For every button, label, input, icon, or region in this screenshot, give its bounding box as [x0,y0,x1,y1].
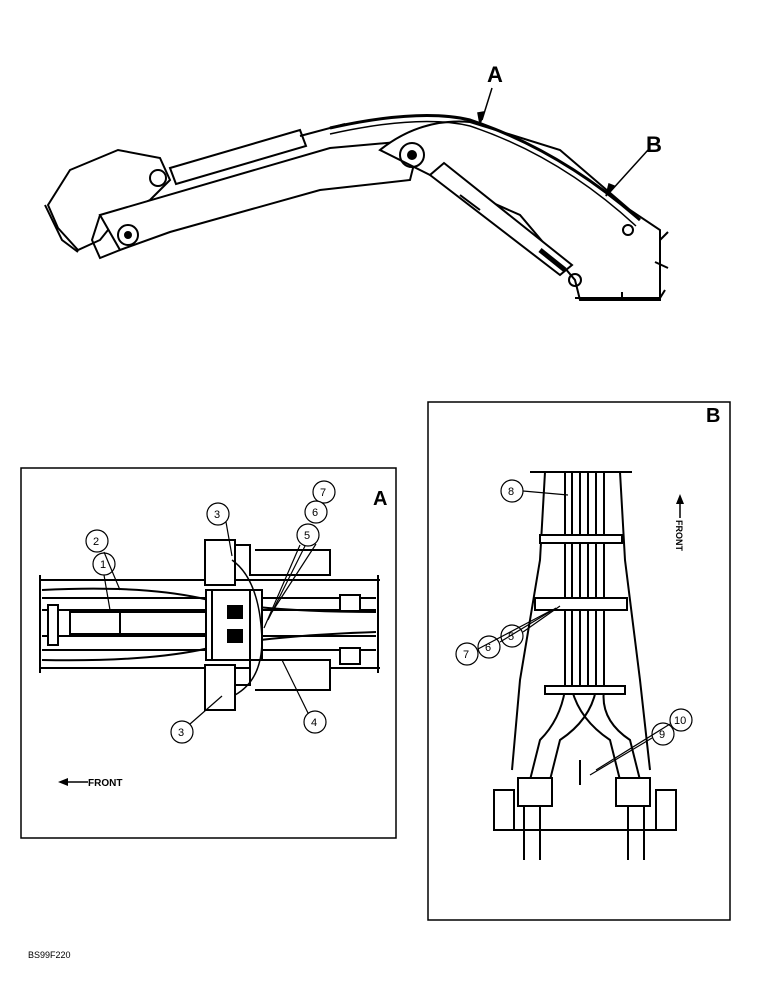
detail-a-frame [20,467,397,839]
top-label-a: A [487,62,503,87]
detail-b-drawing [493,471,677,860]
detail-a-drawing [39,539,380,711]
front-arrow-a [58,778,88,786]
callout-b-7: 7 [463,649,469,661]
callout-b-9: 9 [659,729,665,741]
callout-a-6: 6 [312,507,318,519]
callout-a-3-bottom: 3 [178,727,184,739]
detail-b-frame [427,401,731,921]
callout-a-3-top: 3 [214,509,220,521]
callout-circle [312,480,336,504]
callout-a-5: 5 [304,530,310,542]
detail-a-label: A [373,488,387,510]
detail-b-label: B [706,405,720,427]
callout-b-10: 10 [674,715,686,727]
callout-a-7: 7 [320,487,326,499]
front-label-a: FRONT [88,778,122,789]
detail-b-callouts [455,479,693,776]
detail-a-callouts [85,480,336,744]
callout-b-8: 8 [508,486,514,498]
callout-b-5: 5 [508,631,514,643]
figure-id: BS99F220 [28,950,71,960]
front-arrow-b [676,494,684,518]
top-view-leaders [477,87,649,197]
callout-a-2: 2 [93,536,99,548]
callout-b-6: 6 [485,642,491,654]
boom-arm-side-view [44,114,669,301]
top-label-b: B [646,132,662,157]
callout-a-4: 4 [311,717,317,729]
front-label-b: FRONT [674,520,684,551]
callout-a-1: 1 [100,559,106,571]
